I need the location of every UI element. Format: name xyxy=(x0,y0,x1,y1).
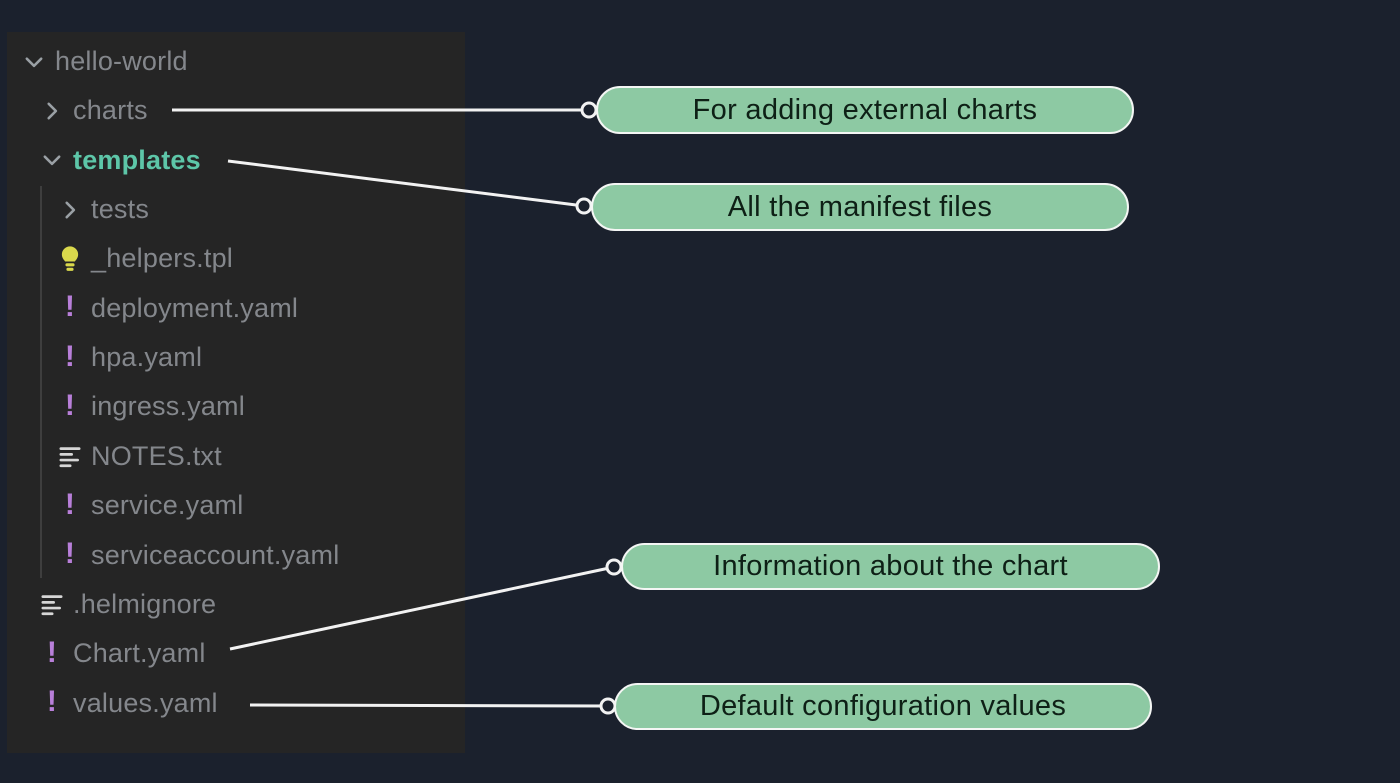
tree-item-label: service.yaml xyxy=(91,490,244,521)
tree-item-label: tests xyxy=(91,194,150,225)
annotation-pill-chart-yaml: Information about the chart xyxy=(621,543,1160,590)
lightbulb-icon xyxy=(55,242,85,276)
connector-endpoint-icon xyxy=(605,558,623,576)
tree-folder-hello-world[interactable]: hello-world xyxy=(7,37,465,86)
chevron-right-icon xyxy=(55,193,85,227)
tree-item-label: ingress.yaml xyxy=(91,391,245,422)
tree-file-values-yaml[interactable]: ! values.yaml xyxy=(7,679,465,728)
chevron-down-icon xyxy=(19,45,49,79)
tree-item-label: NOTES.txt xyxy=(91,440,222,471)
tree-folder-tests[interactable]: tests xyxy=(7,185,465,234)
tree-item-label: charts xyxy=(73,95,148,126)
tree-item-label: _helpers.tpl xyxy=(91,243,233,274)
connector-endpoint-icon xyxy=(599,697,617,715)
connector-endpoint-icon xyxy=(580,101,598,119)
tree-file-hpa-yaml[interactable]: ! hpa.yaml xyxy=(7,333,465,382)
exclamation-icon: ! xyxy=(46,635,58,669)
tree-item-label: values.yaml xyxy=(73,687,218,718)
tree-item-label: deployment.yaml xyxy=(91,292,299,323)
tree-item-label: Chart.yaml xyxy=(73,638,206,669)
tree-indent-guide xyxy=(40,186,42,578)
tree-item-label: .helmignore xyxy=(73,588,217,619)
tree-file-deployment-yaml[interactable]: ! deployment.yaml xyxy=(7,284,465,333)
tree-item-label: templates xyxy=(73,144,201,175)
lines-icon xyxy=(55,439,85,473)
tree-folder-templates[interactable]: templates xyxy=(7,136,465,185)
exclamation-icon: ! xyxy=(64,339,76,373)
tree-file-helmignore[interactable]: .helmignore xyxy=(7,580,465,629)
tree-folder-charts[interactable]: charts xyxy=(7,86,465,135)
tree-item-label: hpa.yaml xyxy=(91,342,203,373)
exclamation-icon: ! xyxy=(64,487,76,521)
annotation-pill-templates: All the manifest files xyxy=(591,183,1129,231)
tree-file-ingress-yaml[interactable]: ! ingress.yaml xyxy=(7,382,465,431)
annotation-pill-values-yaml: Default configuration values xyxy=(614,683,1152,730)
tree-file-notes-txt[interactable]: NOTES.txt xyxy=(7,432,465,481)
file-explorer-panel: hello-world charts templates tests _help… xyxy=(7,32,465,753)
tree-item-label: hello-world xyxy=(55,46,188,76)
lines-icon xyxy=(37,587,67,621)
tree-file-chart-yaml[interactable]: ! Chart.yaml xyxy=(7,629,465,678)
connector-endpoint-icon xyxy=(575,197,593,215)
exclamation-icon: ! xyxy=(64,537,76,570)
chevron-right-icon xyxy=(37,94,67,128)
exclamation-icon: ! xyxy=(64,290,76,324)
tree-item-label: serviceaccount.yaml xyxy=(91,539,340,570)
annotation-pill-charts: For adding external charts xyxy=(596,86,1134,134)
tree-file-serviceaccount-yaml[interactable]: ! serviceaccount.yaml xyxy=(7,531,465,580)
chevron-down-icon xyxy=(37,143,67,177)
file-tree: hello-world charts templates tests _help… xyxy=(7,32,465,753)
tree-file-service-yaml[interactable]: ! service.yaml xyxy=(7,481,465,530)
tree-file--helpers-tpl[interactable]: _helpers.tpl xyxy=(7,234,465,283)
exclamation-icon: ! xyxy=(64,388,76,422)
exclamation-icon: ! xyxy=(46,685,58,719)
